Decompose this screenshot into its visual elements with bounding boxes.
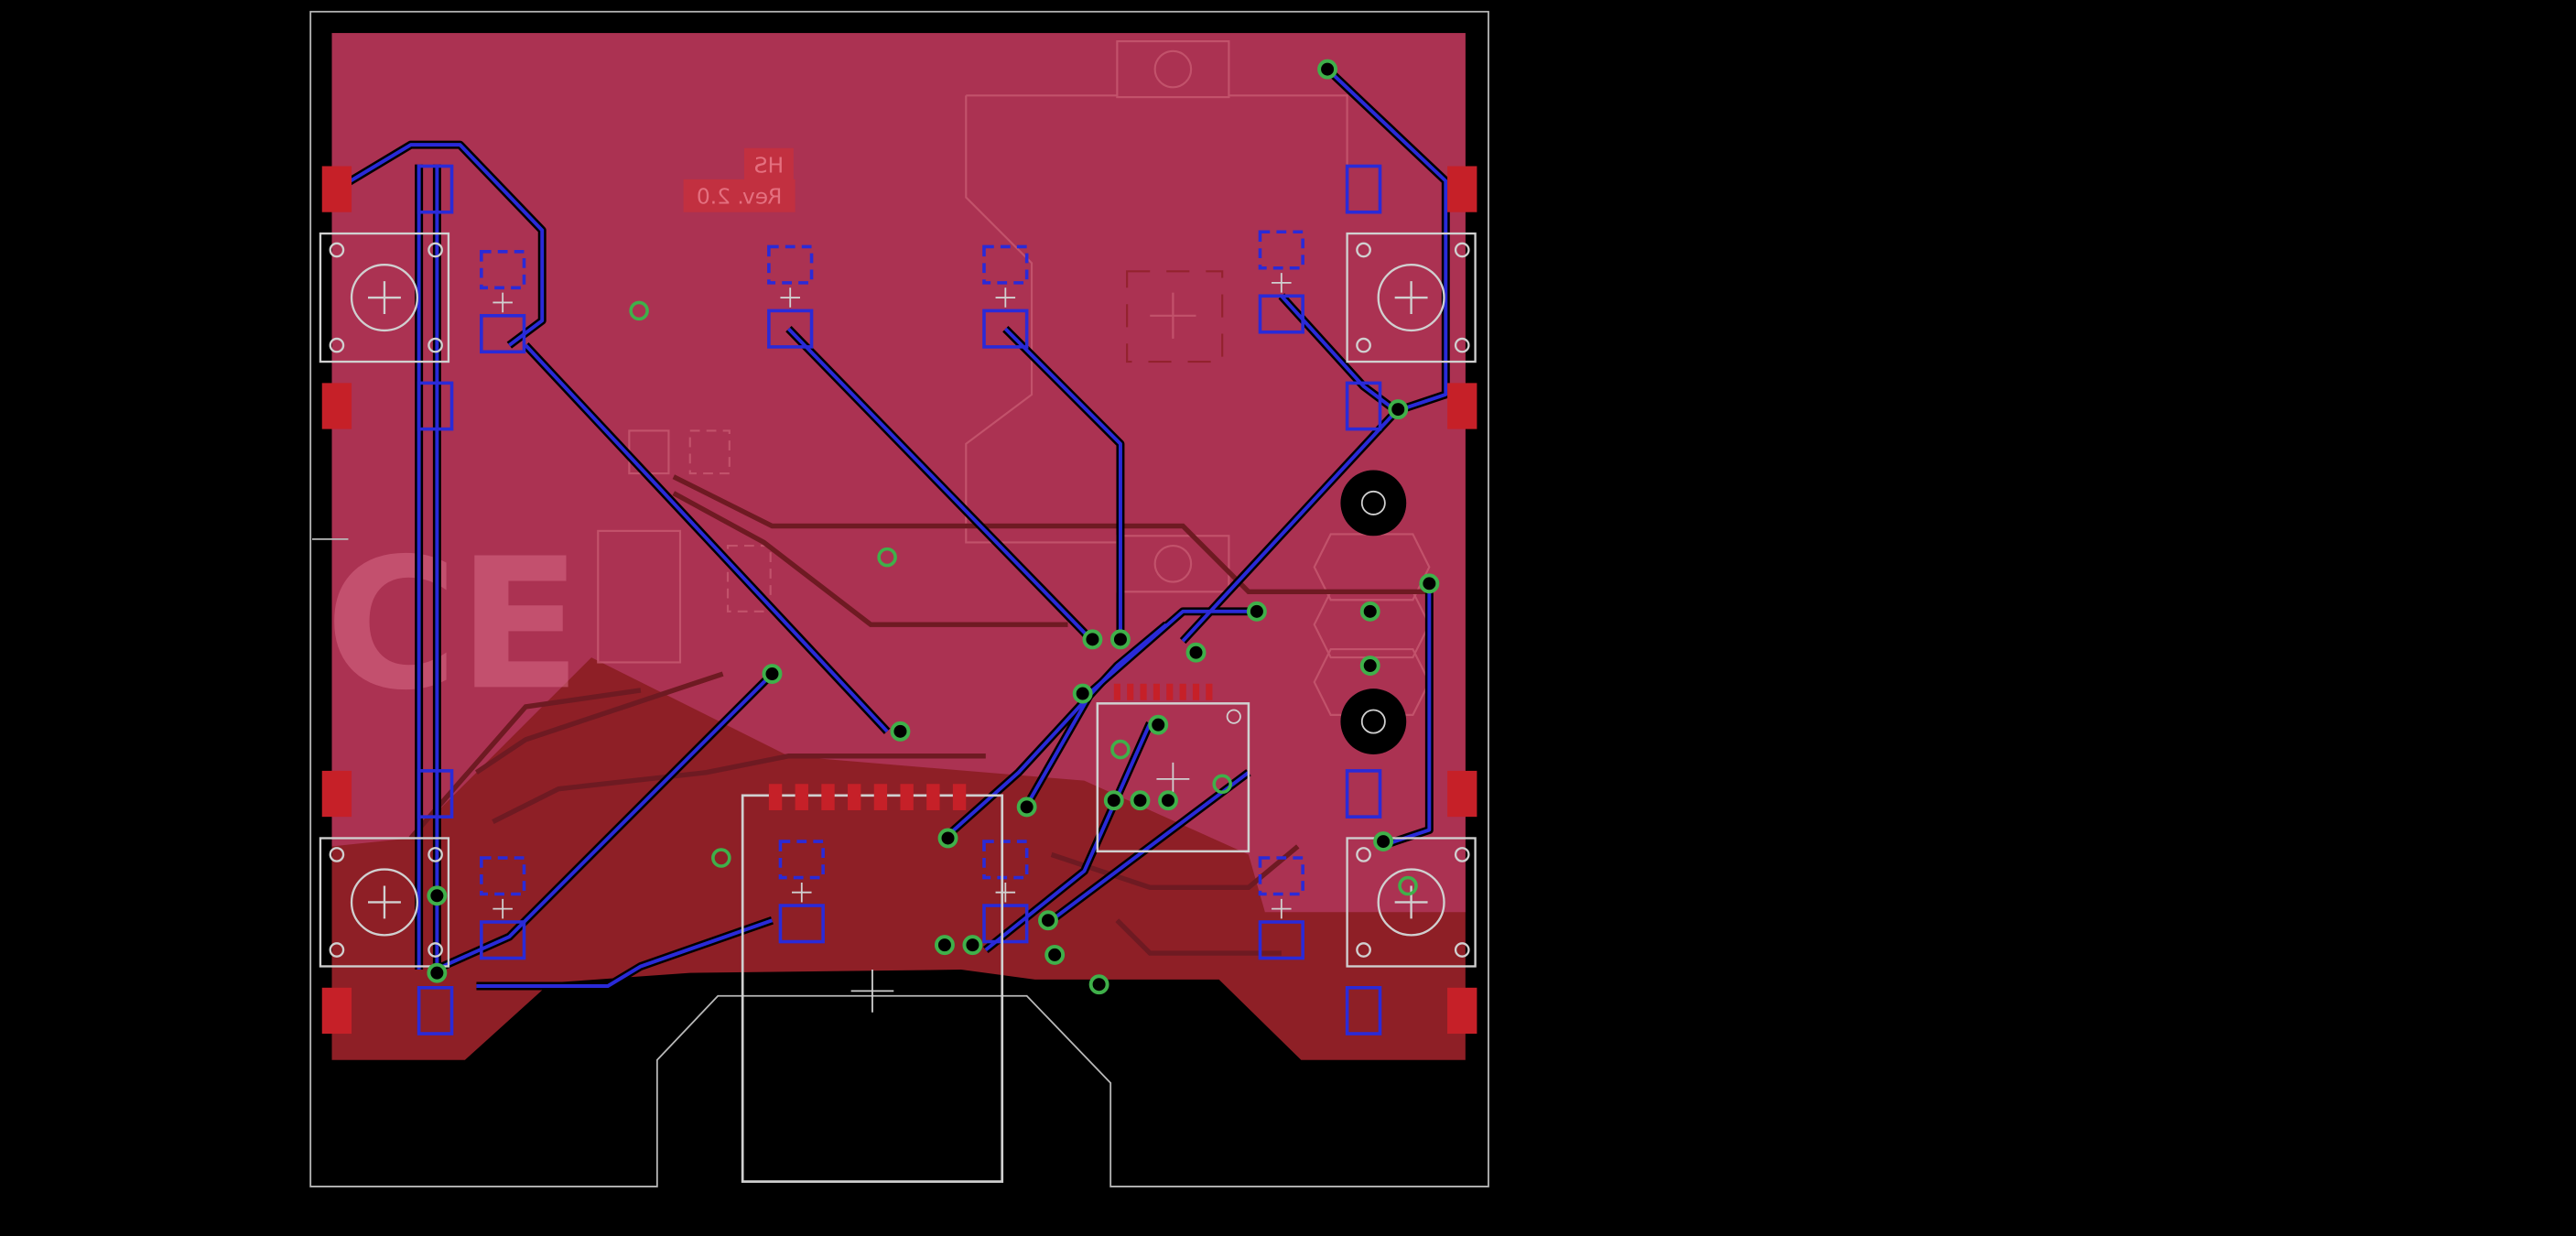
usb-connector — [741, 784, 1004, 1183]
via-icon-open — [629, 300, 1418, 896]
bottom-layer-traces — [334, 66, 1450, 991]
mounting-hole-icon — [1340, 470, 1407, 754]
switch-icon — [319, 232, 1477, 968]
board-outline — [309, 10, 1489, 1187]
ic-package-icon — [1096, 683, 1250, 853]
via-icon — [427, 59, 1440, 995]
top-part-outlines — [597, 40, 1431, 716]
ce-mark-text: CE — [325, 519, 581, 730]
ce-mark: CE — [325, 519, 581, 730]
led-footprint-icon — [480, 230, 1304, 960]
switch-pads — [321, 164, 1477, 1035]
top-layer-traces — [408, 474, 1430, 956]
label-line2: Rev. 2.0 — [697, 184, 782, 210]
board-label: HS Rev. 2.0 — [683, 147, 796, 212]
label-line1: HS — [754, 153, 784, 179]
